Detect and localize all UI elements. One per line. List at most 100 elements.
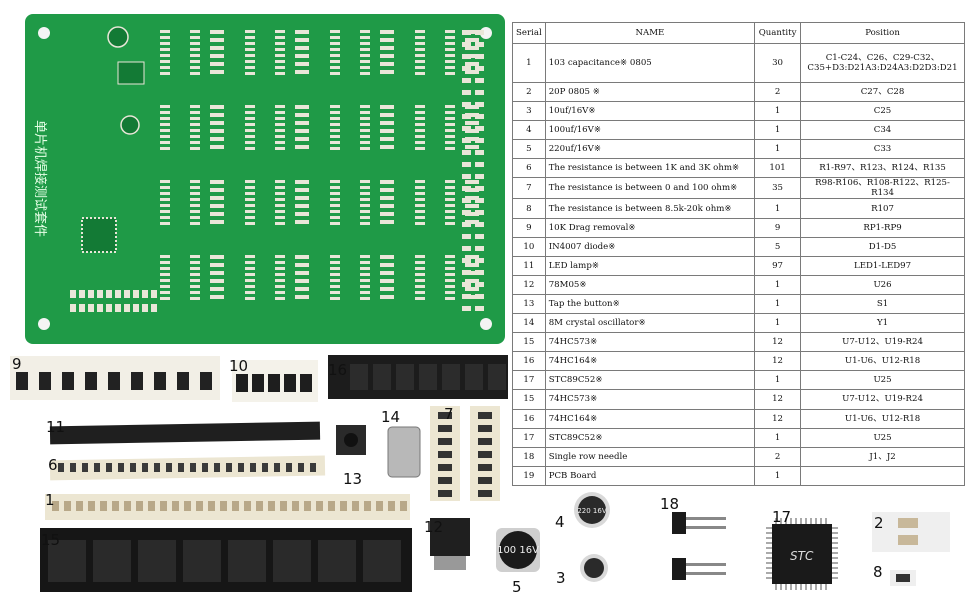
resistor <box>238 463 244 472</box>
pcb-pad <box>275 216 285 219</box>
pcb-pad <box>245 111 255 114</box>
pcb-pad <box>330 111 340 114</box>
pcb-pad <box>160 36 170 39</box>
resistor <box>262 463 268 472</box>
pcb-pad <box>415 147 425 150</box>
pcb-pad <box>415 261 425 264</box>
pcb-pad <box>295 196 309 200</box>
cell-serial: 12 <box>512 274 546 295</box>
capacitor <box>292 501 299 511</box>
capacitor <box>364 501 371 511</box>
pcb-pad <box>380 54 394 58</box>
resistor-array <box>39 372 51 390</box>
pcb-pad <box>210 279 224 283</box>
pcb-pad <box>160 210 170 213</box>
resistor <box>166 463 172 472</box>
cell-name: 10K Drag removal※ <box>544 217 756 238</box>
cell-serial: 11 <box>512 255 546 276</box>
pcb-pad <box>330 210 340 213</box>
cell-position: C33 <box>800 139 965 160</box>
ic-chip <box>318 540 356 582</box>
pcb-pad <box>190 291 200 294</box>
tact-button <box>336 425 366 455</box>
resistor <box>478 412 492 419</box>
mcu-pin <box>790 584 792 590</box>
pcb-pad <box>380 295 394 299</box>
pcb-pad <box>465 295 479 299</box>
pcb-pad <box>190 261 200 264</box>
capacitor <box>184 501 191 511</box>
capacitor <box>160 501 167 511</box>
pcb-pad <box>275 210 285 213</box>
capacitor <box>208 501 215 511</box>
pcb-pad <box>462 30 471 35</box>
mcu-pin <box>766 542 772 544</box>
cell-name: 100uf/16V※ <box>544 120 756 141</box>
pcb-pad <box>210 38 224 42</box>
pcb-pad <box>415 285 425 288</box>
pcb-pad <box>160 111 170 114</box>
cell-qty: 1 <box>754 313 802 334</box>
pcb-pad <box>360 54 370 57</box>
pcb-pad <box>245 66 255 69</box>
pcb-pad <box>415 135 425 138</box>
cell-name: 20P 0805 ※ <box>544 81 756 103</box>
pcb-pad <box>160 273 170 276</box>
pcb-pad <box>475 210 484 215</box>
pcb-pad <box>275 117 285 120</box>
mcu-pin <box>780 518 782 524</box>
cell-qty: 12 <box>754 351 802 372</box>
pcb-pad <box>415 111 425 114</box>
pcb-pad <box>462 126 471 131</box>
pcb-pad <box>330 123 340 126</box>
pcb-pad <box>462 162 471 167</box>
pcb-pad <box>475 222 484 227</box>
resistor <box>478 490 492 497</box>
pcb-pad <box>160 129 170 132</box>
mcu-pin <box>825 584 827 590</box>
pcb-pad <box>445 72 455 75</box>
label-15: 15 <box>41 531 60 549</box>
cell-name: Single row needle <box>544 446 756 467</box>
pcb-pad <box>462 210 471 215</box>
pcb-pad <box>462 114 471 119</box>
ic-chip <box>465 364 483 390</box>
ic-chip <box>363 540 401 582</box>
cell-name: The resistance is between 1K and 3K ohm※ <box>544 158 756 179</box>
pcb-pad <box>275 30 285 33</box>
cell-position: U25 <box>800 427 965 448</box>
electrolytic-cap-100uf: 100 16V <box>496 528 540 572</box>
pcb-pad <box>295 30 309 34</box>
resistor <box>142 463 148 472</box>
pcb-pad <box>295 38 309 42</box>
cell-qty: 1 <box>754 370 802 391</box>
pcb-pad <box>190 123 200 126</box>
cell-name: IN4007 diode※ <box>544 236 756 257</box>
pcb-pad <box>475 126 484 131</box>
pcb-pad <box>275 129 285 132</box>
cell-position: C34 <box>800 120 965 141</box>
pcb-pad <box>295 129 309 133</box>
pcb-pad <box>380 180 394 184</box>
cell-serial: 15 <box>512 389 546 410</box>
cell-position: C27、C28 <box>800 81 965 103</box>
pcb-pad <box>275 255 285 258</box>
capacitor <box>232 501 239 511</box>
pcb-pad <box>462 42 471 47</box>
pcb-pad <box>275 42 285 45</box>
mcu-pin <box>766 532 772 534</box>
cell-name: 8M crystal oscillator※ <box>544 313 756 334</box>
pcb-pad <box>330 279 340 282</box>
cell-serial: 8 <box>512 198 546 219</box>
cell-name: PCB Board <box>544 465 756 486</box>
pcb-pad <box>190 48 200 51</box>
pcb-pad <box>380 113 394 117</box>
pcb-pad <box>415 42 425 45</box>
resistor-array <box>200 372 212 390</box>
pcb-pad <box>295 113 309 117</box>
pcb-pad <box>275 279 285 282</box>
pcb-pad <box>275 297 285 300</box>
mcu-pin <box>780 584 782 590</box>
